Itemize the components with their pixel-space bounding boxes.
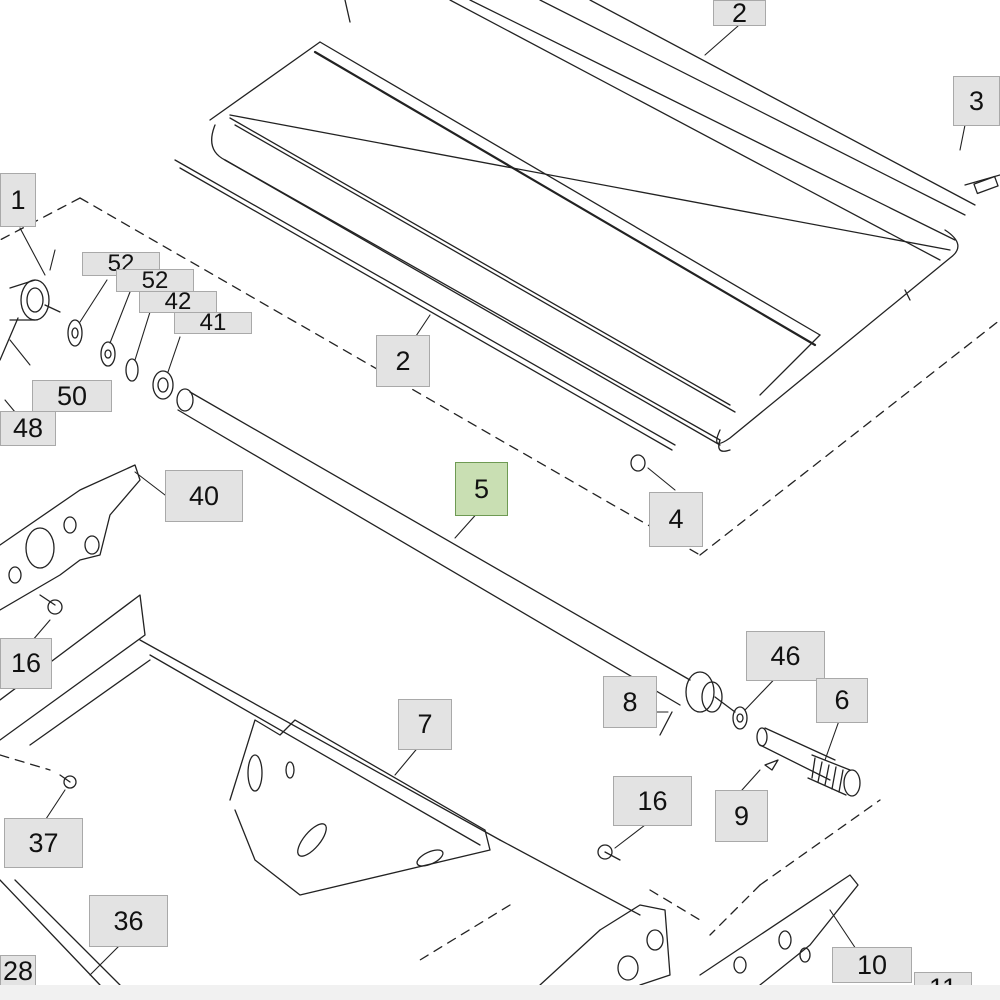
side-plate-part-40 (0, 464, 141, 615)
link-part-10 (699, 874, 859, 986)
callout-part-6[interactable]: 6 (816, 678, 868, 723)
callout-part-36[interactable]: 36 (89, 895, 168, 947)
callout-part-50[interactable]: 50 (32, 380, 112, 412)
callout-part-48[interactable]: 48 (0, 411, 56, 446)
left-hardware (0, 279, 174, 400)
callout-part-4[interactable]: 4 (649, 492, 703, 547)
frame-part-7 (0, 594, 671, 986)
roller-part-5 (176, 388, 748, 736)
callout-part-37[interactable]: 37 (4, 818, 83, 868)
callout-part-28[interactable]: 28 (0, 955, 36, 987)
callout-part-16-right[interactable]: 16 (613, 776, 692, 826)
callout-part-10[interactable]: 10 (832, 947, 912, 983)
callout-part-2-top[interactable]: 2 (713, 0, 766, 28)
callout-part-3[interactable]: 3 (953, 76, 1000, 126)
callout-part-5-selected[interactable]: 5 (455, 462, 508, 516)
callout-part-1[interactable]: 1 (0, 173, 36, 227)
callout-part-7[interactable]: 7 (398, 699, 452, 750)
callout-part-46[interactable]: 46 (746, 631, 825, 681)
callout-part-16-left[interactable]: 16 (0, 638, 52, 689)
callout-part-2-middle[interactable]: 2 (376, 335, 430, 387)
callout-part-11[interactable]: 11 (914, 972, 972, 986)
belt-assembly (174, 0, 1000, 452)
callout-part-8[interactable]: 8 (603, 676, 657, 728)
callout-part-9[interactable]: 9 (715, 790, 768, 842)
bottom-edge (0, 985, 1000, 1000)
spline-shaft-part-6 (756, 727, 861, 797)
callout-part-41[interactable]: 41 (174, 309, 252, 336)
callout-part-42[interactable]: 42 (139, 288, 217, 315)
callout-part-40[interactable]: 40 (165, 470, 243, 522)
